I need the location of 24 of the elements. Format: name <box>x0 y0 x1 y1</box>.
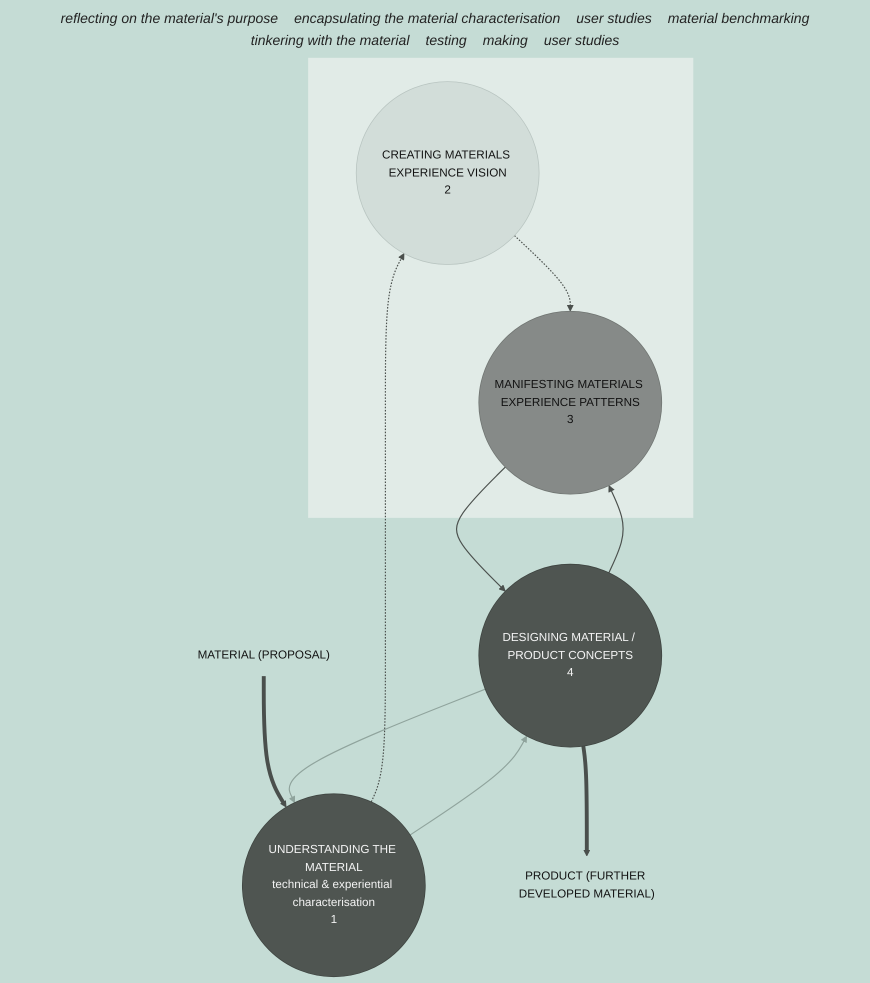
node-circle <box>242 793 426 978</box>
node-circle <box>356 81 540 265</box>
arrow <box>410 736 527 836</box>
note-text: encapsulating the material characterisation <box>294 10 560 26</box>
note-text: making <box>482 32 528 48</box>
cluster <box>308 58 694 518</box>
arrow <box>370 253 404 802</box>
note-text: testing <box>425 32 467 48</box>
flowchart-diagram: CREATING MATERIALS EXPERIENCE VISION 2 MANIFESTING MATERIALS EXPERIENCE PATTERNS 3 UNDERSTANDING THE MATERIAL technical & experiential characterisation 1 DESIGNING MATERIAL / PRODUCT CONCEPTS 4 MATERIAL (PROPOSAL) PRODUCT (FURTHER DEVELOPED MATERIAL) <box>168 52 702 983</box>
note-text: reflecting on the material's purpose <box>60 10 278 26</box>
note-text: user studies <box>576 10 652 26</box>
note-text: material benchmarking <box>668 10 810 26</box>
note-text: tinkering with the material <box>250 32 410 48</box>
note-text: user studies <box>544 32 620 48</box>
arrow <box>288 688 486 803</box>
node-circle <box>478 310 662 495</box>
arrow <box>514 235 574 312</box>
node-text: PRODUCT (FURTHER DEVELOPED MATERIAL) <box>518 869 655 900</box>
node-text: MATERIAL (PROPOSAL) <box>198 648 330 662</box>
node-circle <box>478 564 662 748</box>
arrow <box>262 676 286 808</box>
arrow <box>581 746 590 856</box>
arrow <box>608 485 624 574</box>
arrow <box>456 466 506 592</box>
